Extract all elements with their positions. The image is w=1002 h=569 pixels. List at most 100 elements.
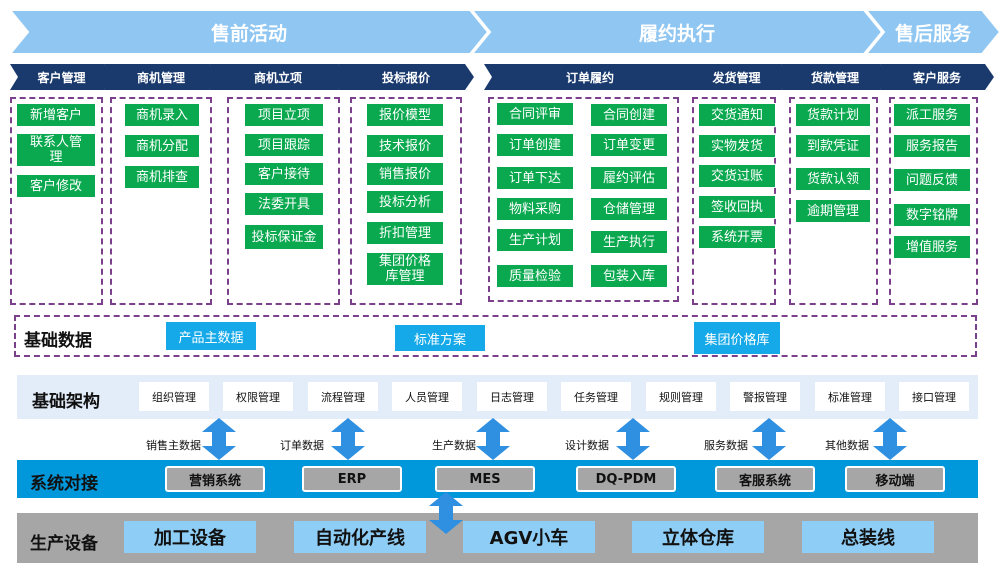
btn-group-price-repository[interactable]: 集团价格库 bbox=[694, 322, 780, 354]
btn-legal-issue[interactable]: 法委开具 bbox=[244, 192, 324, 216]
btn-mes[interactable]: MES bbox=[435, 466, 535, 492]
double-arrow-icon bbox=[476, 418, 510, 460]
btn-standard-solution[interactable]: 标准方案 bbox=[395, 325, 485, 351]
btn-quality-inspection[interactable]: 质量检验 bbox=[496, 264, 574, 288]
btn-production-plan[interactable]: 生产计划 bbox=[496, 228, 574, 252]
btn-project-setup[interactable]: 项目立项 bbox=[244, 103, 324, 127]
btn-mobile[interactable]: 移动端 bbox=[845, 466, 945, 492]
btn-delivery-posting[interactable]: 交货过账 bbox=[698, 164, 776, 188]
group-customer bbox=[10, 97, 103, 305]
btn-customer-reception[interactable]: 客户接待 bbox=[244, 162, 324, 186]
btn-order-change[interactable]: 订单变更 bbox=[590, 133, 668, 157]
btn-opportunity-check[interactable]: 商机排查 bbox=[124, 165, 200, 189]
flow-label-sales-master: 销售主数据 bbox=[146, 439, 201, 452]
btn-packaging-storage[interactable]: 包装入库 bbox=[590, 264, 668, 288]
basic-data-row bbox=[14, 315, 977, 357]
phase-aftersales: 售后服务 bbox=[866, 10, 1000, 54]
double-arrow-icon bbox=[616, 418, 650, 460]
btn-contract-create[interactable]: 合同创建 bbox=[590, 103, 668, 127]
basic-data-title: 基础数据 bbox=[24, 331, 92, 351]
btn-customer-edit[interactable]: 客户修改 bbox=[16, 174, 96, 198]
group-order bbox=[488, 97, 679, 302]
btn-bid-analysis[interactable]: 投标分析 bbox=[366, 190, 444, 214]
btn-interface-management[interactable]: 接口管理 bbox=[899, 382, 969, 411]
btn-permission-management[interactable]: 权限管理 bbox=[223, 382, 293, 411]
btn-contact-management[interactable]: 联系人管 理 bbox=[16, 133, 96, 167]
btn-value-added-service[interactable]: 增值服务 bbox=[893, 235, 971, 259]
btn-product-master-data[interactable]: 产品主数据 bbox=[166, 322, 256, 350]
btn-warehouse-management[interactable]: 仓储管理 bbox=[590, 197, 668, 221]
subheader-customer: 客户管理 bbox=[10, 64, 113, 90]
btn-quote-model[interactable]: 报价模型 bbox=[366, 103, 444, 127]
phase-presales-chevron bbox=[10, 10, 488, 54]
btn-customer-service-system[interactable]: 客服系统 bbox=[715, 466, 815, 492]
btn-new-customer[interactable]: 新增客户 bbox=[16, 103, 96, 127]
subheader-service-shape bbox=[880, 64, 994, 90]
subheader-bidding: 投标报价 bbox=[338, 64, 474, 90]
btn-signed-receipt[interactable]: 签收回执 bbox=[698, 195, 776, 219]
btn-physical-shipment[interactable]: 实物发货 bbox=[698, 134, 776, 158]
btn-automated-line[interactable]: 自动化产线 bbox=[294, 521, 426, 553]
btn-org-management[interactable]: 组织管理 bbox=[139, 382, 209, 411]
btn-bid-deposit[interactable]: 投标保证金 bbox=[244, 224, 324, 250]
btn-issue-feedback[interactable]: 问题反馈 bbox=[893, 168, 971, 192]
subheader-shipping: 发货管理 bbox=[683, 64, 790, 90]
btn-rule-management[interactable]: 规则管理 bbox=[646, 382, 716, 411]
btn-opportunity-assign[interactable]: 商机分配 bbox=[124, 134, 200, 158]
double-arrow-icon bbox=[752, 418, 786, 460]
btn-production-execution[interactable]: 生产执行 bbox=[590, 230, 668, 254]
btn-process-management[interactable]: 流程管理 bbox=[308, 382, 378, 411]
subheader-shipping-shape bbox=[683, 64, 790, 90]
group-service bbox=[889, 97, 978, 305]
subheader-payment: 货款管理 bbox=[781, 64, 889, 90]
phase-presales: 售前活动 bbox=[10, 10, 488, 54]
btn-digital-nameplate[interactable]: 数字铭牌 bbox=[893, 203, 971, 227]
btn-machining-equipment[interactable]: 加工设备 bbox=[124, 521, 256, 553]
btn-payment-voucher[interactable]: 到款凭证 bbox=[795, 134, 871, 158]
btn-task-management[interactable]: 任务管理 bbox=[561, 382, 631, 411]
subheader-order-label: 订单履约 bbox=[565, 70, 614, 85]
btn-log-management[interactable]: 日志管理 bbox=[477, 382, 547, 411]
btn-order-create[interactable]: 订单创建 bbox=[496, 133, 574, 157]
btn-order-release[interactable]: 订单下达 bbox=[496, 166, 574, 190]
btn-overdue-management[interactable]: 逾期管理 bbox=[795, 199, 871, 223]
subheader-opportunity: 商机管理 bbox=[104, 64, 218, 90]
btn-personnel-management[interactable]: 人员管理 bbox=[392, 382, 462, 411]
flow-label-design: 设计数据 bbox=[565, 439, 609, 452]
btn-standard-management[interactable]: 标准管理 bbox=[815, 382, 885, 411]
btn-project-tracking[interactable]: 项目跟踪 bbox=[244, 133, 324, 157]
btn-fulfillment-evaluation[interactable]: 履约评估 bbox=[590, 166, 668, 190]
phase-aftersales-label: 售后服务 bbox=[894, 22, 971, 45]
btn-payment-plan[interactable]: 货款计划 bbox=[795, 103, 871, 127]
subheader-project: 商机立项 bbox=[209, 64, 347, 90]
subheader-order: 订单履约 bbox=[484, 64, 696, 90]
btn-alert-management[interactable]: 警报管理 bbox=[730, 382, 800, 411]
btn-group-price-library[interactable]: 集团价格 库管理 bbox=[366, 252, 444, 286]
btn-dispatch-service[interactable]: 派工服务 bbox=[893, 103, 971, 127]
btn-material-purchase[interactable]: 物料采购 bbox=[496, 197, 574, 221]
btn-invoicing[interactable]: 系统开票 bbox=[698, 225, 776, 249]
btn-erp[interactable]: ERP bbox=[302, 466, 402, 492]
flow-label-order: 订单数据 bbox=[280, 439, 324, 452]
production-equipment-title: 生产设备 bbox=[30, 534, 98, 554]
subheader-bidding-label: 投标报价 bbox=[381, 70, 430, 85]
btn-assembly-line[interactable]: 总装线 bbox=[802, 521, 934, 553]
flow-label-service: 服务数据 bbox=[704, 439, 748, 452]
group-project bbox=[227, 97, 340, 305]
btn-marketing-system[interactable]: 营销系统 bbox=[165, 466, 265, 492]
btn-dq-pdm[interactable]: DQ-PDM bbox=[576, 466, 676, 492]
btn-delivery-notice[interactable]: 交货通知 bbox=[698, 103, 776, 127]
btn-contract-review[interactable]: 合同评审 bbox=[496, 102, 574, 126]
subheader-project-label: 商机立项 bbox=[253, 70, 302, 85]
subheader-bidding-shape bbox=[338, 64, 474, 90]
btn-tech-quote[interactable]: 技术报价 bbox=[366, 134, 444, 158]
btn-payment-claim[interactable]: 货款认领 bbox=[795, 167, 871, 191]
subheader-opportunity-label: 商机管理 bbox=[136, 70, 185, 85]
btn-agv[interactable]: AGV小车 bbox=[463, 521, 595, 553]
btn-automated-warehouse[interactable]: 立体仓库 bbox=[632, 521, 764, 553]
btn-sales-quote[interactable]: 销售报价 bbox=[366, 162, 444, 186]
btn-opportunity-entry[interactable]: 商机录入 bbox=[124, 103, 200, 127]
btn-discount-management[interactable]: 折扣管理 bbox=[366, 221, 444, 245]
btn-service-report[interactable]: 服务报告 bbox=[893, 134, 971, 158]
subheader-opportunity-shape bbox=[104, 64, 218, 90]
